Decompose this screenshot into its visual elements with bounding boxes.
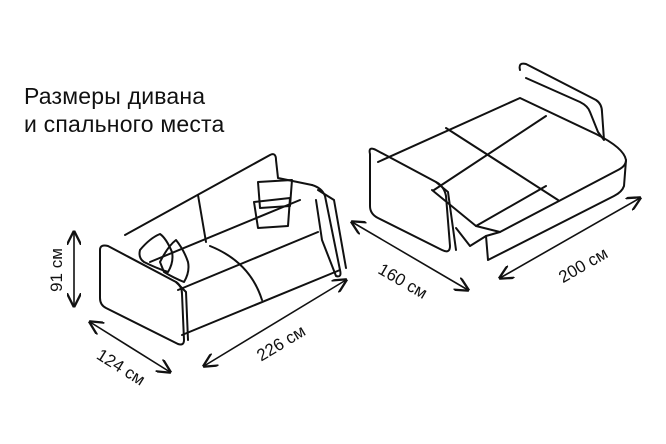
sofa-width-label: 226 см bbox=[253, 321, 308, 365]
sofa-backrest bbox=[124, 153, 313, 236]
sofa-backrest-seam bbox=[197, 194, 207, 243]
title-line-1: Размеры дивана bbox=[24, 83, 206, 109]
sofa-dimension-lines bbox=[74, 232, 346, 372]
sofa-left-armrest bbox=[99, 244, 185, 346]
sofa-height-label: 91 см bbox=[47, 248, 66, 292]
bed-length-arrow bbox=[500, 198, 640, 278]
bed-width-arrow bbox=[352, 222, 468, 290]
bed-length-label: 200 см bbox=[555, 244, 611, 287]
sofa-pillow-4 bbox=[253, 197, 291, 229]
sofa-front-base bbox=[181, 269, 341, 336]
title-line-2: и спального места bbox=[24, 111, 225, 137]
sofa-depth-arrow bbox=[90, 322, 170, 372]
sofa-pillow-3 bbox=[257, 179, 293, 209]
bed-mattress-side bbox=[485, 159, 627, 261]
bed-mattress-seam-1 bbox=[445, 127, 559, 201]
sofa-right-armrest bbox=[311, 184, 342, 278]
bed-legs bbox=[455, 227, 487, 247]
bed-mattress-seam-3 bbox=[475, 185, 547, 227]
bed-width-label: 160 см bbox=[375, 260, 431, 303]
sofa-right-armrest-edge bbox=[317, 189, 347, 269]
sofa-left-armrest-side bbox=[175, 281, 189, 341]
sofa-depth-label: 124 см bbox=[93, 345, 148, 389]
bed-backrest bbox=[518, 62, 605, 141]
bed-footrest bbox=[368, 147, 451, 253]
page-title: Размеры дивана и спального места bbox=[24, 82, 225, 138]
sofa-pillow-2 bbox=[159, 239, 190, 283]
bed-dimension-lines bbox=[352, 198, 640, 290]
bed-mattress-seam-2 bbox=[433, 115, 547, 191]
sofa-drawing bbox=[99, 153, 347, 346]
sofa-width-arrow bbox=[204, 280, 346, 366]
bed-drawing bbox=[368, 62, 627, 261]
sofa-seat-back bbox=[149, 199, 301, 263]
sofa-pillow-1 bbox=[138, 233, 174, 273]
